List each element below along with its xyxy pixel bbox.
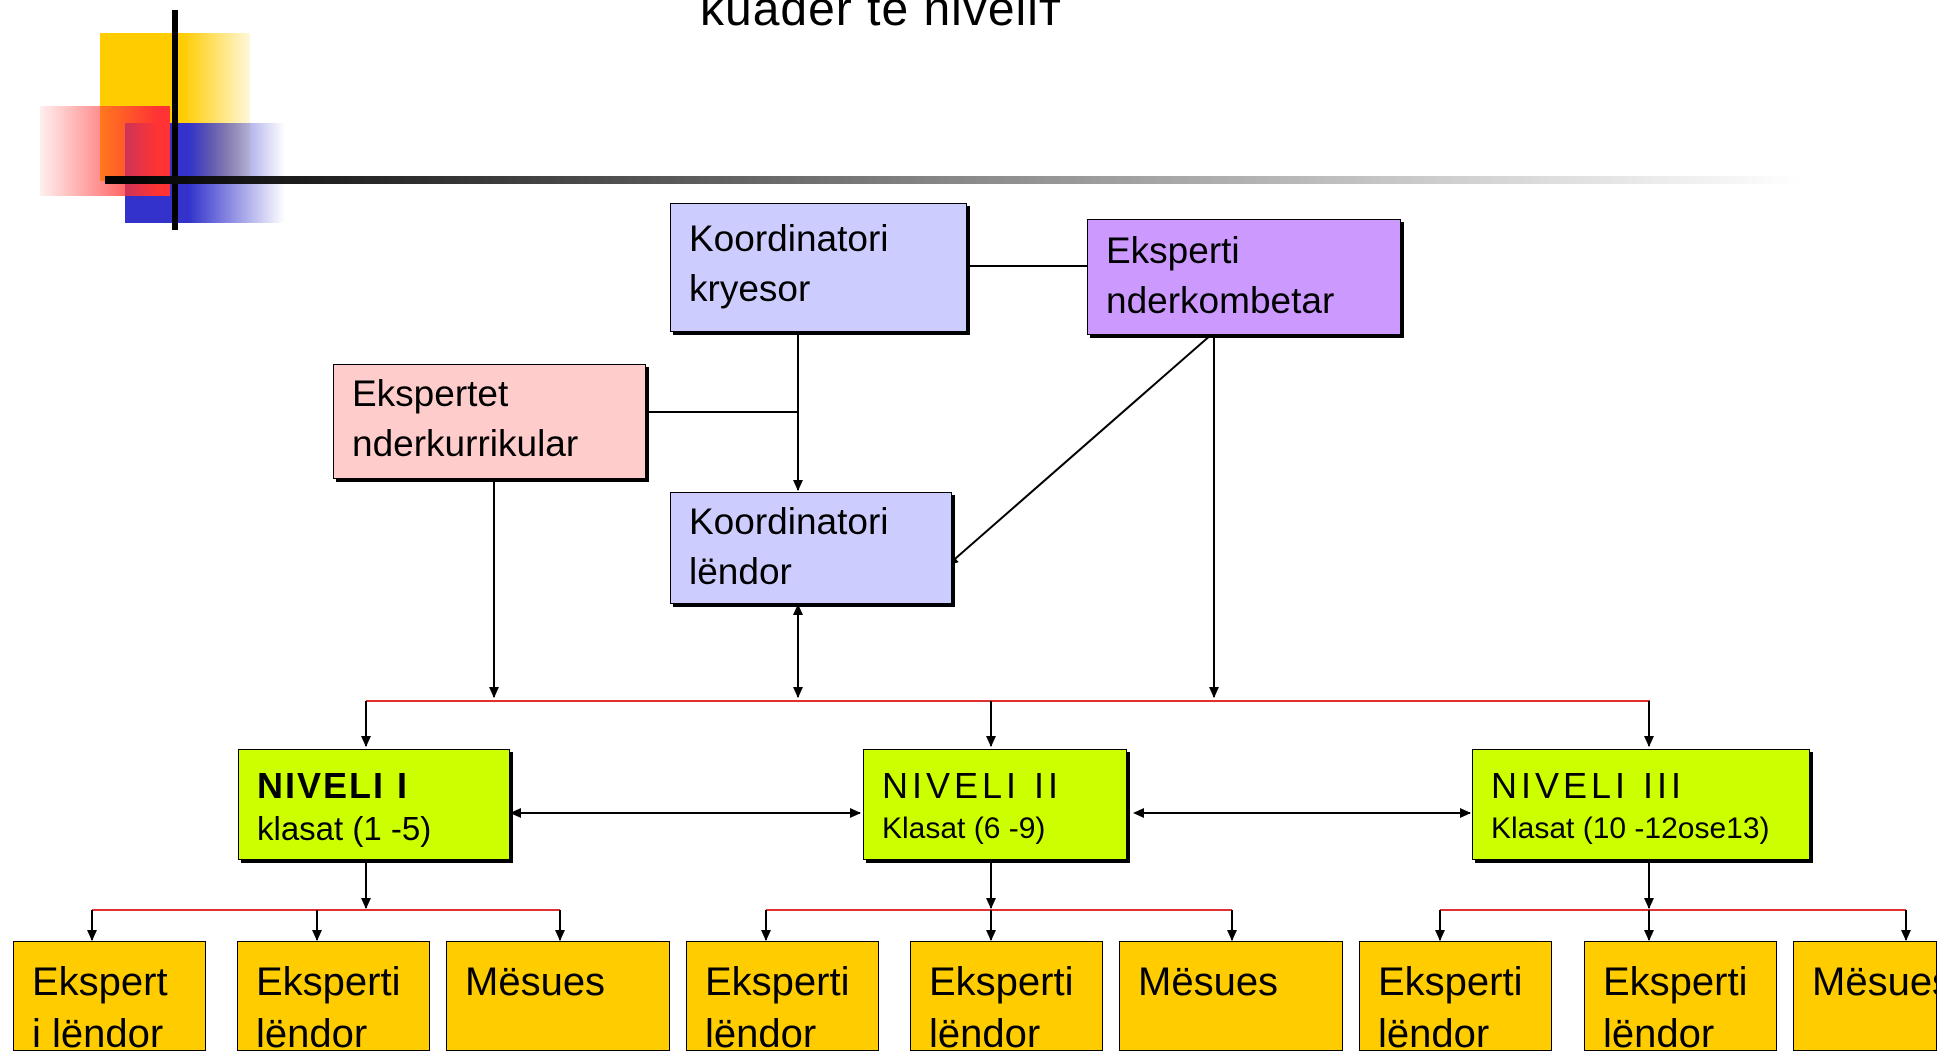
leaf-9: Mësues [1793, 941, 1937, 1051]
leaf-line-1: Eksperti [705, 960, 850, 1004]
leaf-3: Mësues [446, 941, 670, 1051]
node-eksperti-nderkombetar: Eksperti nderkombetar [1087, 219, 1401, 335]
leaf-line-1: Mësues [1138, 960, 1279, 1004]
level-classes: klasat (1 -5) [257, 810, 432, 847]
node-line-1: Ekspertet [352, 373, 509, 414]
level-2: NIVELI II Klasat (6 -9) [863, 749, 1127, 860]
header-rule [105, 176, 1805, 184]
leaf-line-2: lëndor [1603, 1012, 1715, 1056]
node-line-2: lëndor [689, 551, 792, 592]
level-name: NIVELI III [1491, 765, 1686, 806]
leaf-2: Eksperti lëndor [237, 941, 430, 1056]
leaf-line-2: lëndor [929, 1012, 1041, 1056]
leaf-line-2: lëndor [256, 1012, 368, 1056]
page-title: kuadër të niveliт [700, 0, 1062, 36]
node-koordinatori-lendor: Koordinatori lëndor [670, 492, 952, 604]
decor-vertical-line [172, 10, 178, 230]
level-classes: Klasat (10 -12ose13) [1491, 812, 1770, 845]
leaf-line-2: i lëndor [32, 1012, 164, 1056]
node-line-2: nderkombetar [1106, 280, 1335, 321]
level-1: NIVELI I klasat (1 -5) [238, 749, 510, 860]
leaf-6: Mësues [1119, 941, 1343, 1051]
leaf-line-2: lëndor [1378, 1012, 1490, 1056]
leaf-line-1: Ekspert [32, 960, 168, 1004]
node-line-1: Koordinatori [689, 501, 889, 542]
leaf-1: Ekspert i lëndor [13, 941, 206, 1056]
leaf-4: Eksperti lëndor [686, 941, 879, 1056]
leaf-line-1: Mësues [1812, 960, 1936, 1004]
leaf-line-1: Eksperti [256, 960, 401, 1004]
node-koordinatori-kryesor: Koordinatori kryesor [670, 203, 967, 332]
leaf-7: Eksperti lëndor [1359, 941, 1552, 1056]
level-3: NIVELI III Klasat (10 -12ose13) [1472, 749, 1810, 860]
leaf-line-1: Eksperti [1378, 960, 1523, 1004]
node-ekspertet-nderkurrikular: Ekspertet nderkurrikular [333, 364, 646, 479]
leaf-line-1: Mësues [465, 960, 606, 1004]
leaf-line-1: Eksperti [1603, 960, 1748, 1004]
level-name: NIVELI I [257, 765, 410, 806]
leaf-8: Eksperti lëndor [1584, 941, 1777, 1056]
node-line-2: kryesor [689, 268, 811, 309]
node-line-1: Eksperti [1106, 230, 1240, 271]
node-line-1: Koordinatori [689, 218, 889, 259]
node-line-2: nderkurrikular [352, 423, 579, 464]
leaf-line-1: Eksperti [929, 960, 1074, 1004]
level-name: NIVELI II [882, 765, 1063, 806]
leaf-line-2: lëndor [705, 1012, 817, 1056]
level-classes: Klasat (6 -9) [882, 812, 1046, 845]
leaf-5: Eksperti lëndor [910, 941, 1103, 1056]
